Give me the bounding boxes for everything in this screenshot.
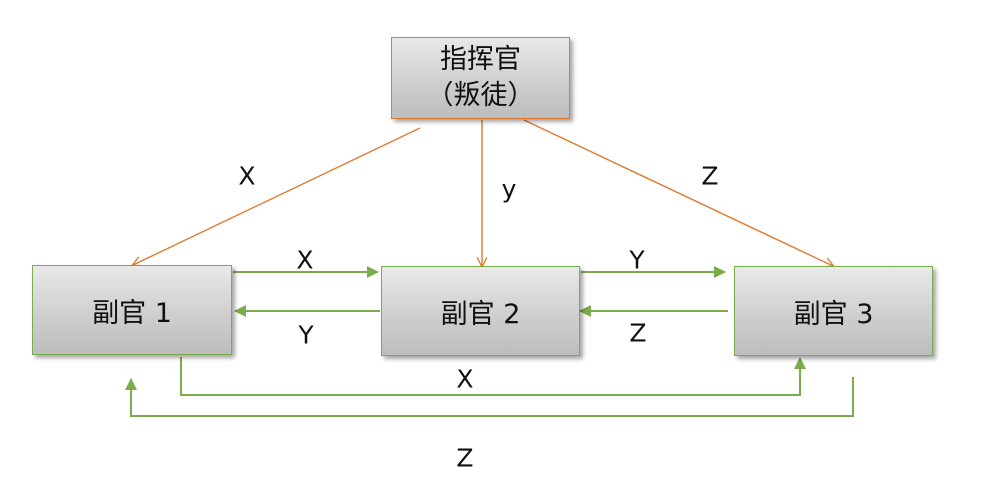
commander-node: 指挥官 （叛徒） [391, 37, 570, 119]
commander-title: 指挥官 [440, 44, 521, 75]
edge-commander-to-deputy-3 [523, 119, 833, 266]
edge-commander-to-deputy-1 [133, 127, 421, 265]
deputy-1-label: 副官 1 [92, 297, 172, 329]
edge-label-deputy-2-to-deputy-1: Y [298, 320, 314, 350]
commander-role: （叛徒） [426, 80, 535, 111]
deputy-2-node: 副官 2 [381, 266, 580, 356]
deputy-2-label: 副官 2 [440, 298, 521, 330]
edge-label-deputy-3-to-deputy-2: Z [629, 318, 647, 348]
edge-label-commander-to-deputy-3: Z [701, 161, 719, 191]
edge-label-deputy-3-to-deputy-1: Z [456, 443, 474, 473]
deputy-1-node: 副官 1 [32, 265, 232, 355]
edge-deputy-3-to-deputy-1 [125, 377, 854, 417]
deputy-3-label: 副官 3 [793, 298, 874, 330]
edge-label-deputy-1-to-deputy-3: X [456, 364, 474, 394]
edge-label-deputy-1-to-deputy-2: X [296, 245, 314, 275]
edge-deputy-1-to-deputy-3 [180, 357, 806, 396]
edge-label-commander-to-deputy-2: y [501, 174, 517, 204]
edge-label-deputy-2-to-deputy-3: Y [629, 245, 645, 275]
edge-label-commander-to-deputy-1: X [238, 161, 256, 191]
deputy-3-node: 副官 3 [734, 266, 933, 356]
